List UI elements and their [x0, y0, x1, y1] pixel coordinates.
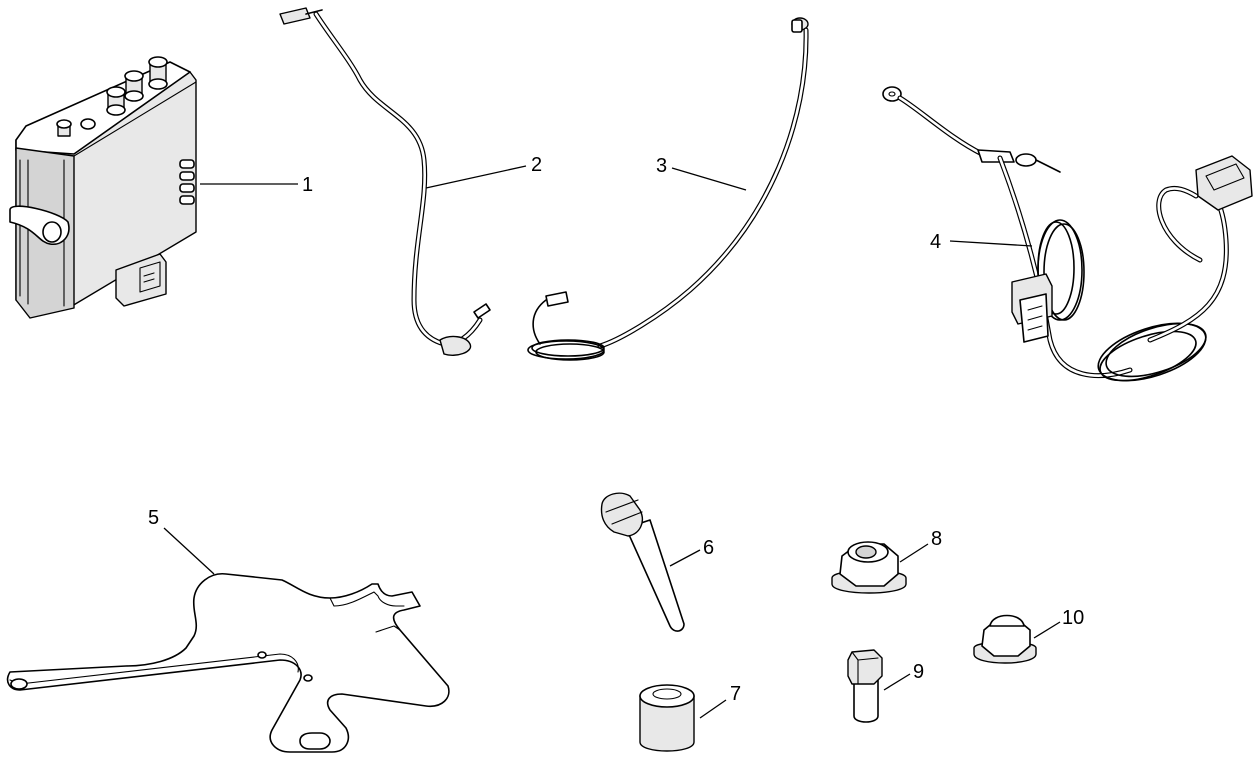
leader-2: [425, 165, 527, 189]
part-2-cable: [279, 7, 491, 356]
callout-2: 2: [531, 154, 542, 176]
callout-5: 5: [148, 507, 159, 529]
leader-7: [699, 699, 727, 719]
part-7-spacer: [639, 684, 695, 752]
part-10-nut: [973, 614, 1037, 664]
antenna-connector-4: [148, 56, 168, 90]
part-3-antenna-cable: [527, 17, 809, 361]
callout-8: 8: [931, 528, 942, 550]
callout-9: 9: [913, 661, 924, 683]
part-5-mounting-bracket: [6, 573, 450, 753]
leader-5: [163, 527, 215, 575]
leader-4: [949, 240, 1033, 247]
part-8-flange-nut: [831, 541, 907, 594]
part-4-wiring-harness: [882, 86, 1253, 382]
antenna-connector-1: [56, 119, 72, 137]
leader-9: [883, 673, 911, 691]
callout-1: 1: [302, 174, 313, 196]
callout-7: 7: [730, 683, 741, 705]
leader-8: [899, 543, 929, 563]
antenna-connector-3: [124, 70, 144, 102]
leader-10: [1033, 621, 1061, 639]
callout-10: 10: [1062, 607, 1084, 629]
callout-6: 6: [703, 537, 714, 559]
callout-4: 4: [930, 231, 941, 253]
leader-3: [671, 167, 747, 191]
leader-6: [669, 549, 701, 567]
part-6-pin: [600, 492, 685, 632]
part-9-hex-bolt: [847, 649, 883, 723]
antenna-connector-2: [106, 86, 126, 116]
callout-3: 3: [656, 155, 667, 177]
part-1-control-module: [9, 56, 197, 319]
